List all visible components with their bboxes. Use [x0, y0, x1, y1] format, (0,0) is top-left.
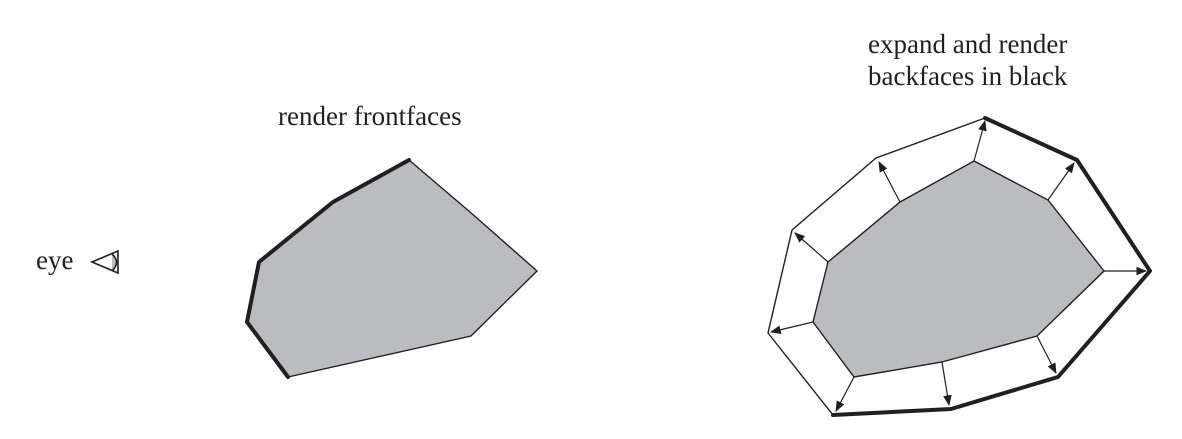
expansion-arrows [769, 119, 1148, 412]
frontfaces-caption: render frontfaces [278, 101, 462, 131]
arrow [835, 376, 855, 412]
arrow [769, 321, 814, 334]
frontfaces-polygon [245, 158, 539, 379]
frontface-edges [245, 158, 411, 379]
arrow [1036, 335, 1057, 374]
backfaces-caption: expand and render backfaces in black [868, 28, 1067, 93]
eye-label: eye [36, 245, 74, 275]
backface-edges [831, 116, 1152, 417]
eye-icon [89, 249, 119, 275]
backfaces-caption-line2: backfaces in black [868, 61, 1068, 92]
arrow [1047, 162, 1075, 201]
arrow [941, 361, 952, 407]
arrow [794, 232, 829, 263]
arrow [973, 119, 987, 162]
expanded-backfaces [767, 116, 1152, 417]
backfaces-caption-line1: expand and render [868, 29, 1068, 59]
arrow [878, 161, 901, 203]
inner-polygon [812, 160, 1105, 378]
